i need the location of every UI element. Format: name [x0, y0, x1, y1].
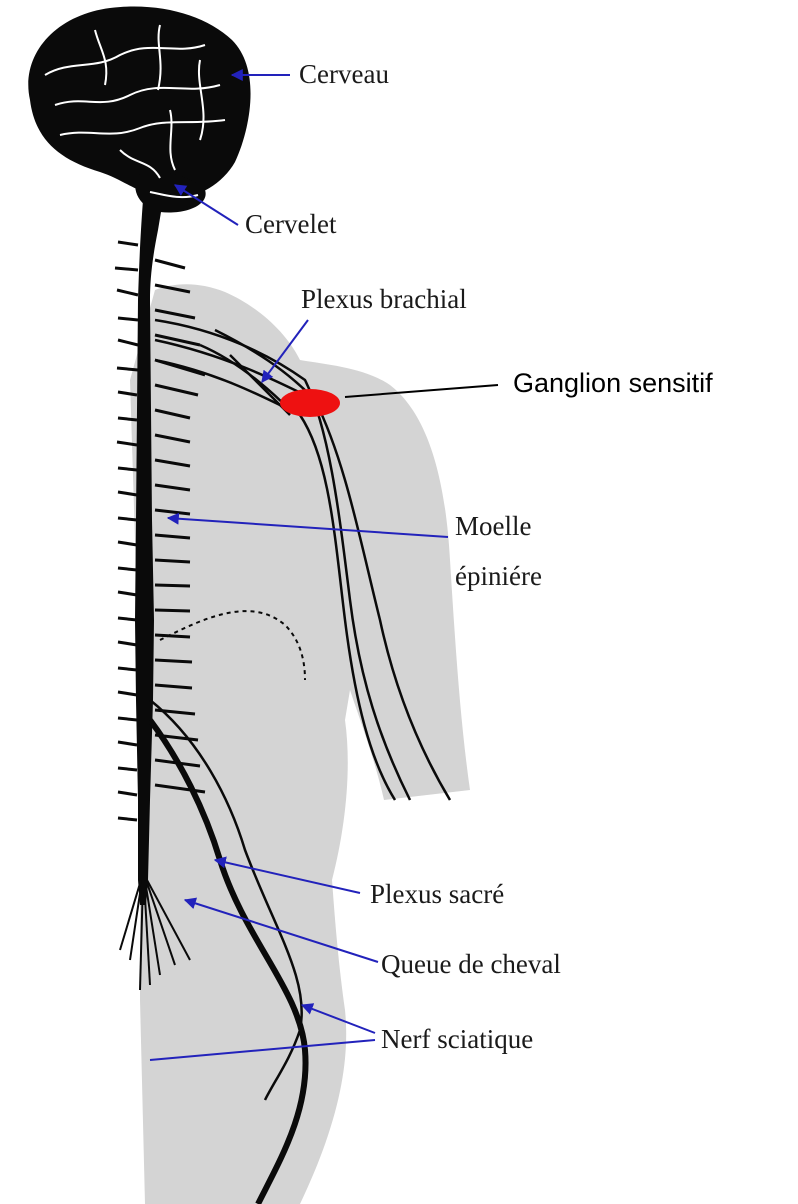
label-brachial-plexus: Plexus brachial: [301, 284, 467, 314]
label-brain: Cerveau: [299, 59, 389, 89]
spinal-nerve-roots-left: [115, 242, 138, 820]
label-spinal-cord-line1: Moelle: [455, 511, 531, 541]
label-sacral-plexus: Plexus sacré: [370, 879, 504, 909]
label-spinal-cord-line2: épiniére: [455, 561, 542, 591]
label-cauda-equina: Queue de cheval: [381, 949, 561, 979]
label-sciatic-nerve: Nerf sciatique: [381, 1024, 533, 1054]
label-sensory-ganglion: Ganglion sensitif: [513, 368, 713, 398]
label-cerebellum: Cervelet: [245, 209, 337, 239]
body-silhouette: [130, 284, 470, 1204]
ganglion-highlight: [280, 389, 340, 417]
